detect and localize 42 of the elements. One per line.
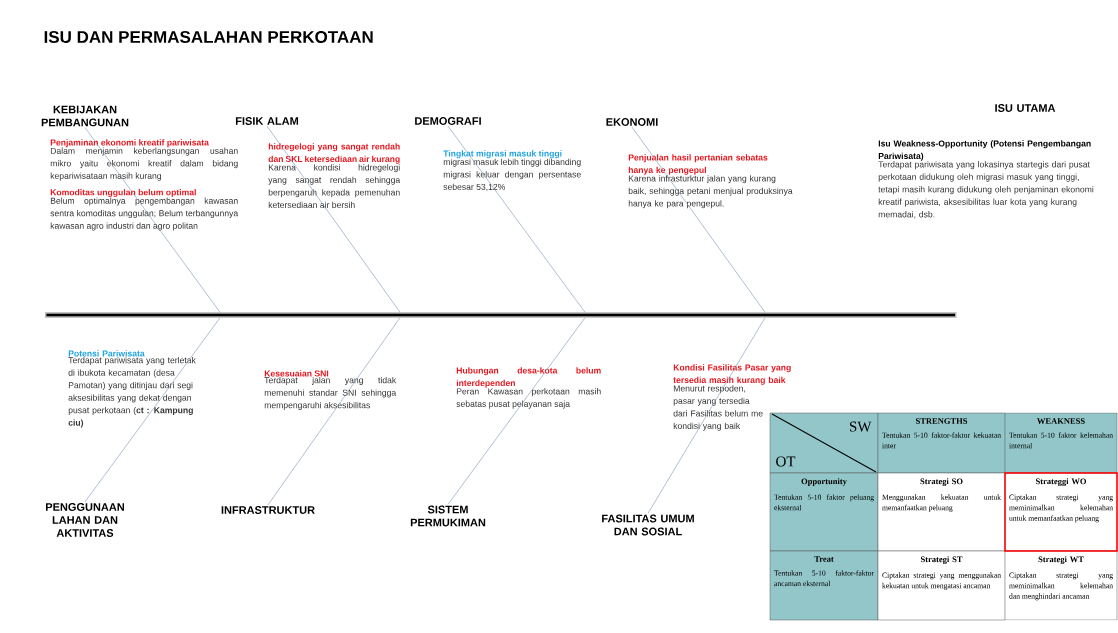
- fishbone-line: [447, 317, 586, 505]
- issue-text: Dalam menjamin keberlangsungan usahan mikro yaitu ekonomi kreatif dalam bidang kepariwisataan masih kurang: [50, 147, 238, 181]
- issue-heading: Tingkat migrasi masuk tinggi: [443, 150, 562, 159]
- issue-text: Terdapat pariwisata yang lokasinya startegis dari pusat perkotaan didukung oleh migrasi masuk yang tinggi, tetapi masih kurang didukung oleh penjaminan ekonomi kreatif pariwista, aksesibilitas luar kota yang kurang memadai, dsb.: [878, 161, 1094, 219]
- category-heading: KEBIJAKAN PEMBANGUNAN: [41, 105, 129, 127]
- fishbone-line: [84, 127, 221, 313]
- title: ISU DAN PERMASALAHAN PERKOTAAN: [44, 31, 373, 43]
- issue-text: Terdapat pariwisata yang terletak di ibukota kecamatan (desa Pamotan) yang ditinjau dari segi aksesibilitas yang dekat dengan pusat perkotaan (ct : Kampung ciu): [68, 356, 196, 428]
- category-heading: FASILITAS UMUM DAN SOSIAL: [602, 514, 694, 536]
- issue-heading: Isu Weakness-Opportunity (Potensi Pengembangan Pariwisata): [878, 140, 1091, 161]
- category-heading: DEMOGRAFI: [415, 117, 481, 125]
- issue-text: Terdapat jalan yang tidak memenuhi standar SNI sehingga mempengaruhi aksesibilitas: [264, 376, 397, 410]
- issue-heading: hidregelogi yang sangat rendah dan SKL ketersediaan air kurang: [268, 143, 400, 164]
- category-heading: ISU UTAMA: [995, 104, 1056, 112]
- category-heading: EKONOMI: [606, 118, 658, 126]
- fishbone-line: [631, 126, 766, 313]
- spine-bar: [45, 312, 957, 318]
- issue-text: Peran Kawasan perkotaan masih sebatas pusat pelayanan saja: [456, 388, 601, 409]
- issue-heading: Komoditas unggulan belum optimal: [50, 189, 196, 198]
- issue-heading: Penjualan hasil pertanian sebatas hanya ke pengepul: [628, 154, 768, 175]
- category-heading: FISIK ALAM: [235, 117, 299, 125]
- issue-heading: Kesesuaian SNI: [264, 370, 329, 377]
- label: SW: [849, 421, 872, 432]
- issue-text: Menurut respoden, pasar yang tersedia dari Fasilitas belum me kondisi yang baik: [673, 385, 763, 431]
- issue-heading: Potensi Pariwisata: [68, 350, 145, 357]
- fishbone-line: [447, 125, 586, 313]
- category-heading: SISTEM PERMUKIMAN: [410, 505, 486, 527]
- label: OT: [776, 456, 796, 467]
- fishbone-line: [647, 317, 766, 514]
- issue-text: Karena infrasturktur jalan yang kurang baik, sehingga petani menjual produksinya hanya ke para pengepul.: [628, 175, 793, 209]
- fishbone-line: [266, 125, 401, 313]
- table-cell: SW OT: [769, 412, 879, 474]
- issue-text: Belum optimalnya pengembangan kawasan sentra komoditas unggulan; Belum terbangunnya kawasan agro industri dan agro politan: [50, 197, 239, 231]
- issue-heading: Hubungan desa-kota belum interdependen: [456, 367, 601, 388]
- fishbone-line: [267, 317, 401, 506]
- fishbone-line: [84, 317, 221, 503]
- issue-heading: Kondisi Fasilitas Pasar yang tersedia masih kurang baik: [673, 364, 791, 385]
- category-heading: PENGGUNAAN LAHAN DAN AKTIVITAS: [46, 503, 124, 537]
- issue-text: migrasi masuk lebih tinggi dibanding migrasi keluar dengan persentase sebesar 53,12%: [443, 158, 581, 191]
- issue-text: Karena kondisi hidregelogi yang sangat rendah sehingga berpengaruh kepada pemenuhan ketersediaan air bersih: [268, 164, 401, 208]
- category-heading: INFRASTRUKTUR: [221, 506, 315, 514]
- issue-heading: Penjaminan ekonomi kreatif pariwisata: [50, 139, 209, 148]
